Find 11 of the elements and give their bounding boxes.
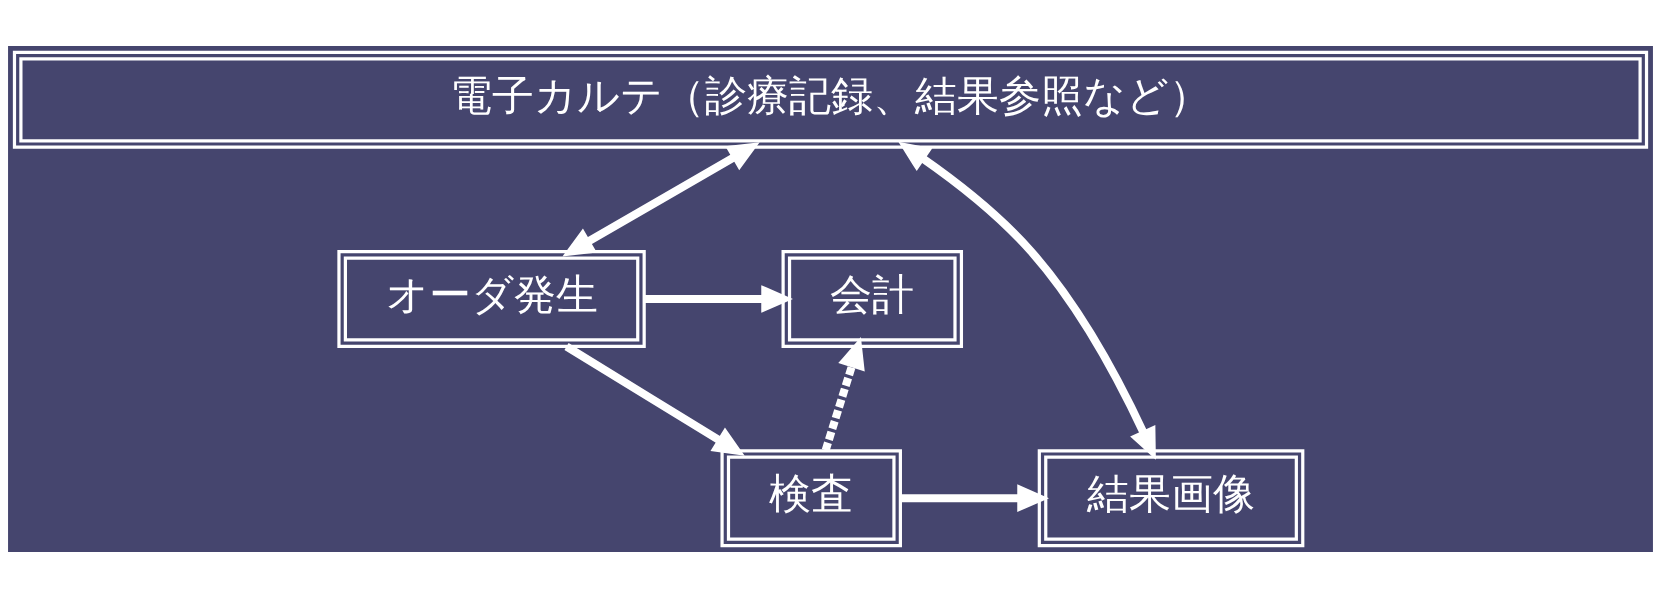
node-box: 電子カルテ（診療記録、結果参照など） [12,50,1649,149]
node-box: 検査 [720,448,902,547]
arrow [898,141,1156,460]
arrow [644,284,793,313]
arrow [821,336,865,451]
arrow [562,141,760,256]
node-box: オーダ発生 [337,249,646,348]
arrow [900,483,1049,512]
node-box: 会計 [781,249,964,348]
arrow [564,342,745,456]
node-box: 結果画像 [1037,448,1305,547]
